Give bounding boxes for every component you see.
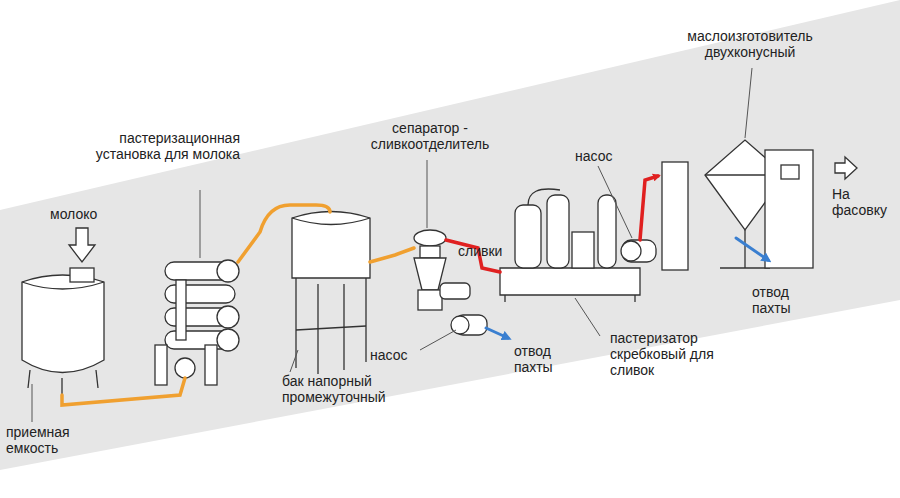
equipment-label: сепаратор - сливкоотделитель [350,120,510,152]
equipment-label: маслоизготовитель двухконусный [665,28,835,60]
equipment-label: насос [370,347,420,363]
equipment-label: бак напорный промежуточный [282,373,402,405]
equipment-label: На фасовку [832,186,896,218]
equipment-label: пастеризационная установка для молока [80,130,240,162]
equipment-label: отвод пахты [514,343,566,375]
equipment-label: сливки [458,243,518,259]
equipment-label: молоко [50,206,110,222]
equipment-label: пастеризатор скребковый для сливок [610,330,722,378]
equipment-label: насос [575,148,625,164]
equipment-label: приемная емкость [6,424,96,456]
equipment-label: отвод пахты [752,284,804,316]
